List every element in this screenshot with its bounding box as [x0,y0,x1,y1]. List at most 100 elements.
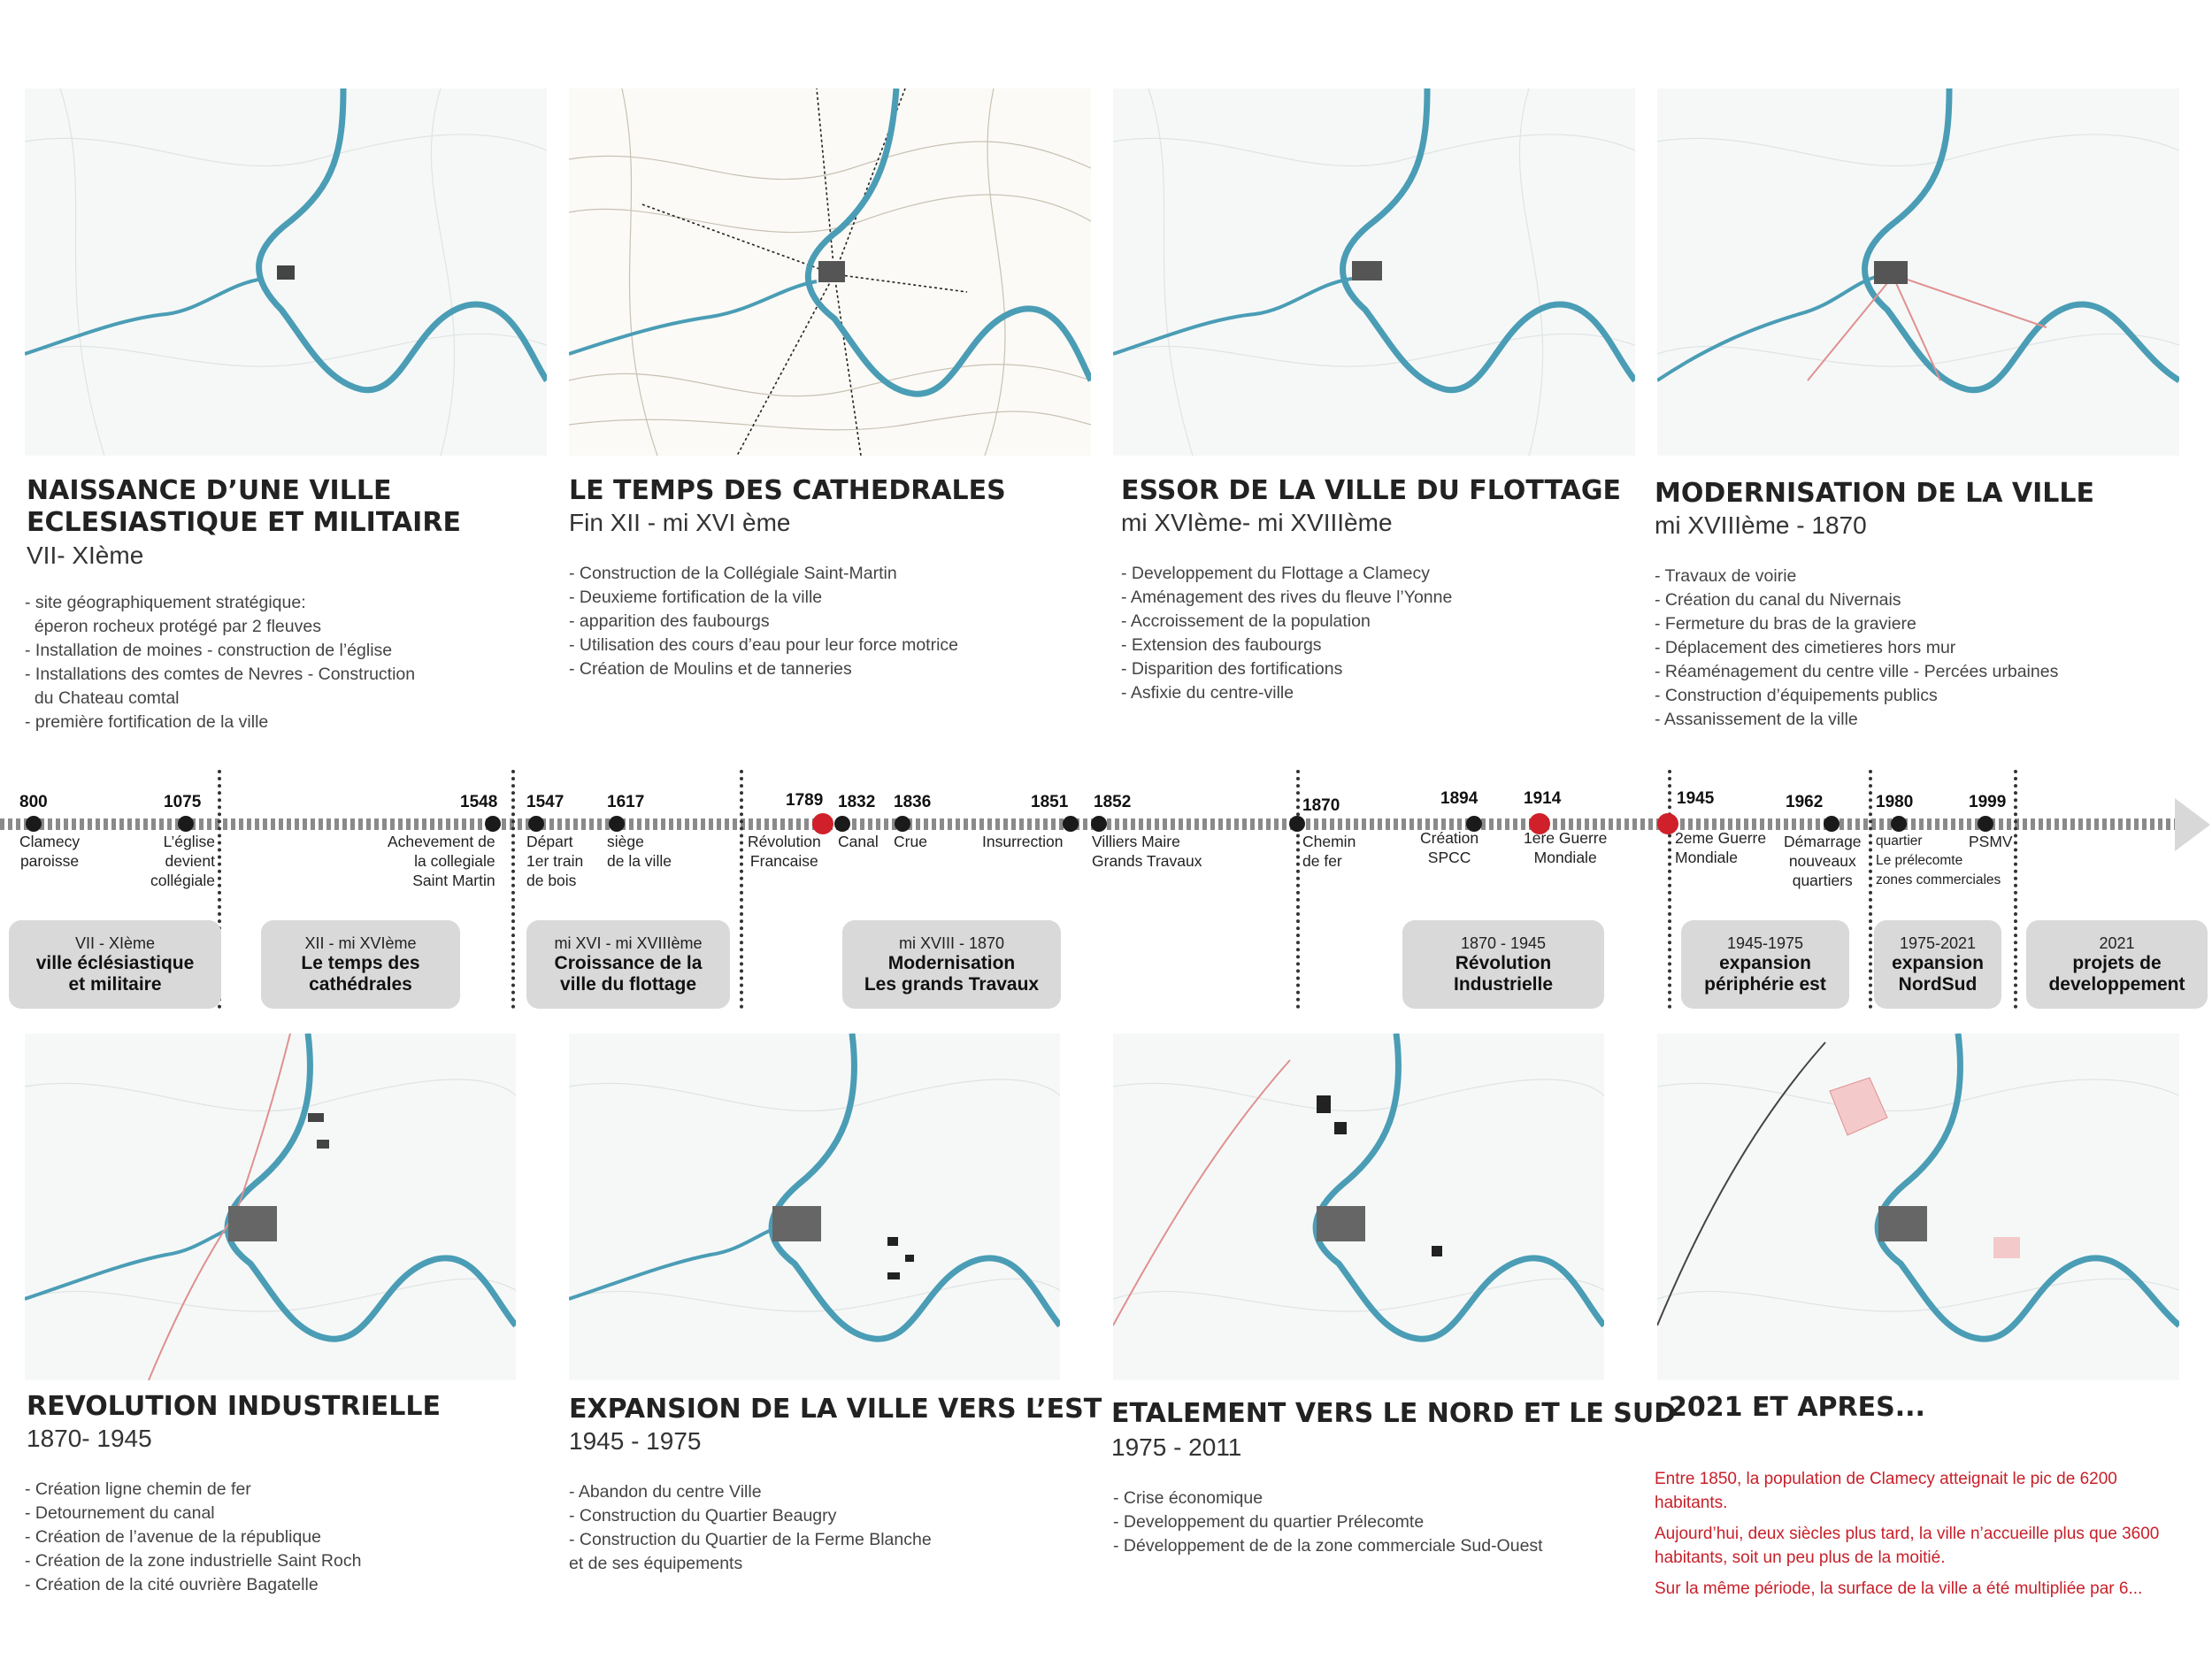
event-label: L’église devient collégiale [150,833,215,889]
event-dot[interactable] [895,816,910,832]
bullet: - première fortification de la ville [25,712,269,732]
bullet: - Création ligne chemin de fer [25,1479,251,1499]
event-year: 1789 [786,791,824,810]
event-dot[interactable] [1891,816,1907,832]
panel-bullets: - Construction de la Collégiale Saint-Ma… [569,562,958,681]
bullet: - Aménagement des rives du fleuve l’Yonn… [1121,588,1453,607]
period-separator [218,770,221,1009]
bullet: - Construction du Quartier de la Ferme B… [569,1530,932,1549]
note-line: Entre 1850, la population de Clamecy att… [1655,1470,2117,1512]
panel-bullets: - Travaux de voirie - Création du canal … [1655,565,2058,732]
map-1945-1975 [569,1033,1060,1380]
panel-title: ESSOR DE LA VILLE DU FLOTTAGE [1121,475,1621,506]
bullet: - Abandon du centre Ville [569,1482,762,1502]
population-note: Entre 1850, la population de Clamecy att… [1655,1467,2185,1608]
event-dot[interactable] [834,816,850,832]
period-separator [1668,770,1671,1009]
panel-title: REVOLUTION INDUSTRIELLE [27,1391,441,1422]
bullet: - Réaménagement du centre ville - Percée… [1655,662,2059,681]
event-dot[interactable] [1063,816,1079,832]
bullet: - Assanissement de la ville [1655,710,1858,729]
event-label: Villiers Maire Grands Travaux [1092,833,1202,870]
bullet: - Developpement du quartier Prélecomte [1113,1512,1425,1532]
panel-bullets: - Crise économique - Developpement du qu… [1113,1487,1543,1558]
map-1975-2011 [1113,1033,1604,1380]
bullet: - Déplacement des cimetieres hors mur [1655,638,1956,657]
map-vii-xi [25,88,547,456]
event-year: 1870 [1302,796,1340,815]
period-box[interactable]: XII - mi XVIème Le temps des cathédrales [261,920,460,1009]
period-name: Modernisation Les grands Travaux [864,953,1040,995]
event-year: 800 [19,793,48,811]
event-dot[interactable] [1289,816,1305,832]
period-name: expansion périphérie est [1704,953,1826,995]
event-dot[interactable] [609,816,625,832]
period-range: 1945-1975 [1726,934,1804,952]
period-box[interactable]: 1975-2021 expansion NordSud [1874,920,2001,1009]
event-label: Crue [894,833,927,850]
event-dot-red[interactable] [812,813,833,834]
period-range: VII - XIème [74,934,156,952]
period-box[interactable]: VII - XIème ville éclésiastique et milit… [9,920,221,1009]
period-range: 2021 [2099,934,2135,952]
panel-subtitle: mi XVIème- mi XVIIIème [1121,509,1393,536]
bullet: - Développement de de la zone commercial… [1113,1536,1543,1556]
bullet: - Création de la cité ouvrière Bagatelle [25,1575,319,1594]
event-dot[interactable] [178,816,194,832]
bullet: - Accroissement de la population [1121,611,1371,631]
period-box[interactable]: 1870 - 1945 Révolution Industrielle [1402,920,1604,1009]
period-range: 1975-2021 [1899,934,1977,952]
bullet: - Construction de la Collégiale Saint-Ma… [569,564,897,583]
period-box[interactable]: 2021 projets de developpement [2026,920,2208,1009]
panel-title: LE TEMPS DES CATHEDRALES [569,475,1006,506]
note-line: Sur la même période, la surface de la vi… [1655,1579,2143,1598]
event-dot-red[interactable] [1529,813,1550,834]
event-label: Insurrection [982,833,1064,850]
period-name: Le temps des cathédrales [301,953,420,995]
event-dot[interactable] [1466,816,1482,832]
event-label: Achevement de la collegiale Saint Martin [388,833,495,889]
panel-title: MODERNISATION DE LA VILLE [1655,478,2095,509]
event-year: 1999 [1969,793,2007,811]
period-box[interactable]: 1945-1975 expansion périphérie est [1681,920,1849,1009]
panel-bullets: - Création ligne chemin de fer - Detourn… [25,1478,361,1597]
event-year: 1851 [1031,793,1069,811]
event-year: 1547 [526,793,565,811]
event-year: 1852 [1094,793,1132,811]
event-label: 2eme Guerre Mondiale [1675,829,1767,866]
period-box[interactable]: mi XVI - mi XVIIIème Croissance de la vi… [526,920,730,1009]
event-dot[interactable] [1978,816,1993,832]
event-dot[interactable] [26,816,42,832]
event-dot[interactable] [1824,816,1839,832]
panel-title: 2021 ET APRES... [1669,1392,1925,1423]
period-range: 1870 - 1945 [1460,934,1547,952]
bullet: du Chateau comtal [25,688,180,708]
panel-title: ETALEMENT VERS LE NORD ET LE SUD [1111,1398,1677,1429]
bullet: - Installations des comtes de Nevres - C… [25,665,416,684]
event-label: Canal [838,833,879,850]
event-dot[interactable] [485,816,501,832]
period-separator [1296,770,1300,1009]
bullet: - Disparition des fortifications [1121,659,1343,679]
bullet: - Crise économique [1113,1488,1263,1508]
bullet: - apparition des faubourgs [569,611,770,631]
panel-subtitle: Fin XII - mi XVI ème [569,509,791,536]
bullet: - Création de l’avenue de la république [25,1527,321,1547]
period-range: mi XVIII - 1870 [898,934,1005,952]
period-box[interactable]: mi XVIII - 1870 Modernisation Les grands… [842,920,1061,1009]
event-dot[interactable] [528,816,544,832]
panel-bullets: - Developpement du Flottage a Clamecy - … [1121,562,1452,705]
period-name: expansion NordSud [1892,953,1984,995]
timeline: 800 Clamecy paroisse 1075 L’église devie… [0,770,2212,1026]
panel-subtitle: 1945 - 1975 [569,1427,702,1455]
event-dot[interactable] [1091,816,1107,832]
bullet: - Création du canal du Nivernais [1655,590,1901,610]
bullet: - Asfixie du centre-ville [1121,683,1294,703]
event-year: 1617 [607,793,645,811]
bullet: - site géographiquement stratégique: [25,593,306,612]
panel-subtitle: mi XVIIIème - 1870 [1655,511,1867,539]
event-label: Clamecy paroisse [19,833,81,870]
event-dot-red[interactable] [1657,813,1678,834]
event-label: Chemin de fer [1302,833,1356,870]
bullet: - Création de Moulins et de tanneries [569,659,852,679]
